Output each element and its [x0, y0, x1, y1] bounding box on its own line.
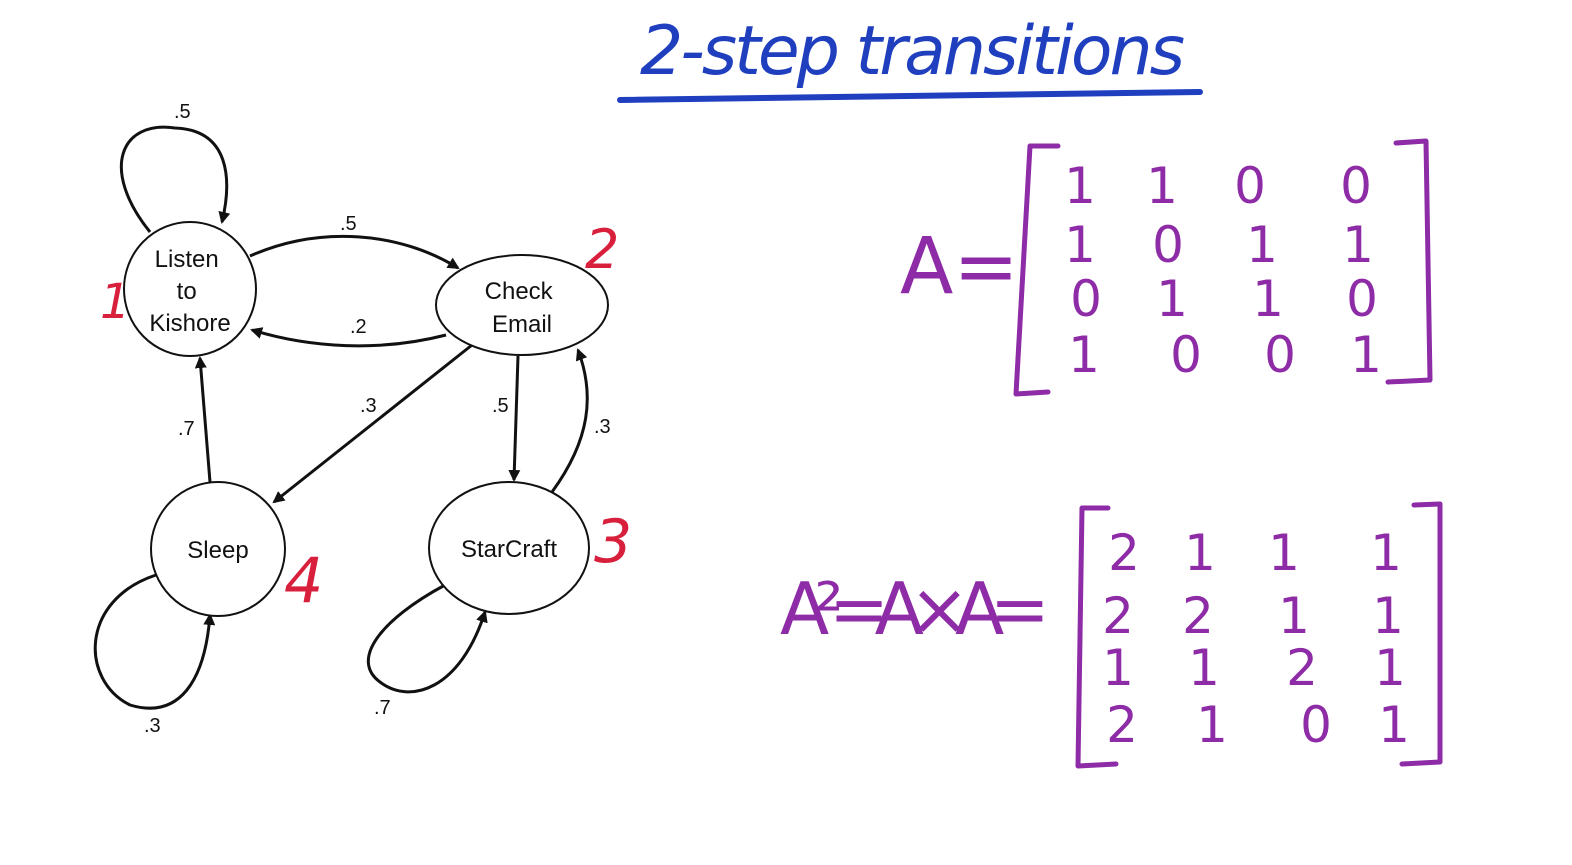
- matrix-a2-cell-1-1: 2: [1182, 587, 1214, 645]
- matrix-a2-cells: 2 1 1 1 2 2 1 1 1 1 2 1 2 1 0 1: [1102, 524, 1410, 754]
- svg-text:StarCraft: StarCraft: [461, 536, 557, 563]
- state-sleep: Sleep: [150, 481, 286, 617]
- edge-sleep-listen: [194, 356, 212, 483]
- matrix-a-cell-3-1: 0: [1170, 326, 1202, 384]
- state-starcraft: StarCraft: [428, 481, 590, 615]
- state-email: Check Email: [435, 254, 609, 356]
- edge-email-starcraft: [508, 355, 521, 482]
- edge-label-email-starcraft: .5: [492, 395, 509, 417]
- edge-label-email-listen: .2: [350, 316, 367, 338]
- state-listen-line2: to: [177, 278, 197, 305]
- state-sleep-line1: Sleep: [187, 537, 248, 564]
- matrix-a-cell-2-3: 0: [1346, 270, 1378, 328]
- state-listen-line3: Kishore: [149, 310, 230, 337]
- matrix-a2-left-bracket: [1075, 505, 1119, 769]
- edge-labels: .5 .5 .2 .3 .5 .3 .7 .3 .7: [144, 101, 611, 737]
- state-starcraft-line1: StarCraft: [461, 536, 557, 563]
- matrix-a-cell-2-1: 1: [1156, 270, 1188, 328]
- matrix-a-cell-0-2: 0: [1234, 157, 1266, 215]
- edge-label-starcraft-email: .3: [594, 416, 611, 438]
- matrix-a2-cell-3-3: 1: [1378, 696, 1410, 754]
- matrix-a2-cell-0-1: 1: [1184, 524, 1216, 582]
- matrix-a2-cell-1-0: 2: [1102, 587, 1134, 645]
- matrix-a-cell-1-3: 1: [1342, 216, 1374, 274]
- matrix-a-cells: 1 1 0 0 1 0 1 1 0 1 1 0 1 0 0 1: [1064, 157, 1382, 384]
- matrix-a-cell-0-3: 0: [1340, 157, 1372, 215]
- matrix-a2-cell-1-2: 1: [1278, 587, 1310, 645]
- matrix-a-cell-3-0: 1: [1068, 326, 1100, 384]
- matrix-a2-cell-2-3: 1: [1374, 639, 1406, 697]
- matrix-a2-cell-2-2: 2: [1286, 639, 1318, 697]
- matrix-a2-cell-0-2: 1: [1268, 524, 1300, 582]
- matrix-a2-cell-1-3: 1: [1372, 587, 1404, 645]
- state-email-line1: Check: [485, 278, 554, 305]
- matrix-a2-cell-3-2: 0: [1300, 696, 1332, 754]
- matrix-a2-cell-0-0: 2: [1108, 524, 1140, 582]
- edge-listen-self: [120, 125, 231, 233]
- svg-text:Check Email: Check Email: [485, 278, 560, 338]
- state-starcraft-circle: [428, 481, 590, 615]
- edge-sleep-self: [93, 573, 216, 710]
- state-email-line2: Email: [492, 311, 552, 338]
- matrix-a-cell-2-0: 0: [1070, 270, 1102, 328]
- state-listen-circle: [123, 221, 257, 357]
- matrix-a-cell-0-1: 1: [1146, 157, 1178, 215]
- state-listen: Listen to Kishore: [123, 221, 257, 357]
- state-sleep-circle: [150, 481, 286, 617]
- matrix-a: A= 1 1 0 0 1 0 1 1 0 1 1 0 1 0 0 1: [900, 138, 1433, 397]
- matrix-a2-cell-2-0: 1: [1102, 639, 1134, 697]
- matrix-a2-cell-0-3: 1: [1370, 524, 1402, 582]
- edge-label-sleep-listen: .7: [178, 418, 195, 440]
- matrix-a-right-bracket: [1385, 138, 1433, 385]
- state-number-3: 3: [594, 507, 632, 577]
- state-listen-line1: Listen: [155, 246, 219, 273]
- matrix-a2: A²=A×A= 2 1 1 1 2 2 1 1 1 1 2 1 2 1 0 1: [780, 501, 1443, 769]
- matrix-a-cell-1-2: 1: [1246, 216, 1278, 274]
- edge-listen-email: [249, 234, 460, 270]
- edge-label-listen-self: .5: [174, 101, 191, 123]
- matrix-a-cell-0-0: 1: [1064, 157, 1096, 215]
- matrix-a-cell-3-2: 0: [1264, 326, 1296, 384]
- edge-starcraft-email: [550, 348, 589, 493]
- matrix-a2-cell-2-1: 1: [1188, 639, 1220, 697]
- graph-edges: [93, 125, 589, 710]
- state-numbers: 1 2 3 4: [100, 218, 632, 617]
- svg-text:Listen to Kishore: Listen to Kishore: [149, 246, 230, 337]
- state-number-2: 2: [585, 218, 619, 281]
- edge-label-email-sleep: .3: [360, 395, 377, 417]
- state-number-1: 1: [100, 274, 131, 330]
- svg-text:Sleep: Sleep: [187, 537, 248, 564]
- matrix-a2-right-bracket: [1399, 501, 1443, 767]
- edge-label-listen-email: .5: [340, 213, 357, 235]
- state-email-circle: [435, 254, 609, 356]
- state-number-4: 4: [284, 544, 323, 617]
- edge-starcraft-self: [367, 583, 488, 694]
- matrix-a-cell-3-3: 1: [1350, 326, 1382, 384]
- title-underline: [617, 89, 1203, 103]
- matrix-a-left-bracket: [1013, 143, 1061, 397]
- matrix-a-cell-2-2: 1: [1252, 270, 1284, 328]
- edge-email-listen: [250, 327, 447, 348]
- title: 2-step transitions: [640, 12, 1185, 91]
- matrix-a2-cell-3-1: 1: [1196, 696, 1228, 754]
- edge-label-starcraft-self: .7: [374, 697, 391, 719]
- edge-label-sleep-self: .3: [144, 715, 161, 737]
- matrix-a-label: A=: [900, 222, 1019, 312]
- matrix-a-cell-1-0: 1: [1064, 216, 1096, 274]
- matrix-a2-label: A²=A×A=: [780, 567, 1050, 651]
- matrix-a-cell-1-1: 0: [1152, 216, 1184, 274]
- edge-email-sleep: [272, 343, 473, 504]
- matrix-a2-cell-3-0: 2: [1106, 696, 1138, 754]
